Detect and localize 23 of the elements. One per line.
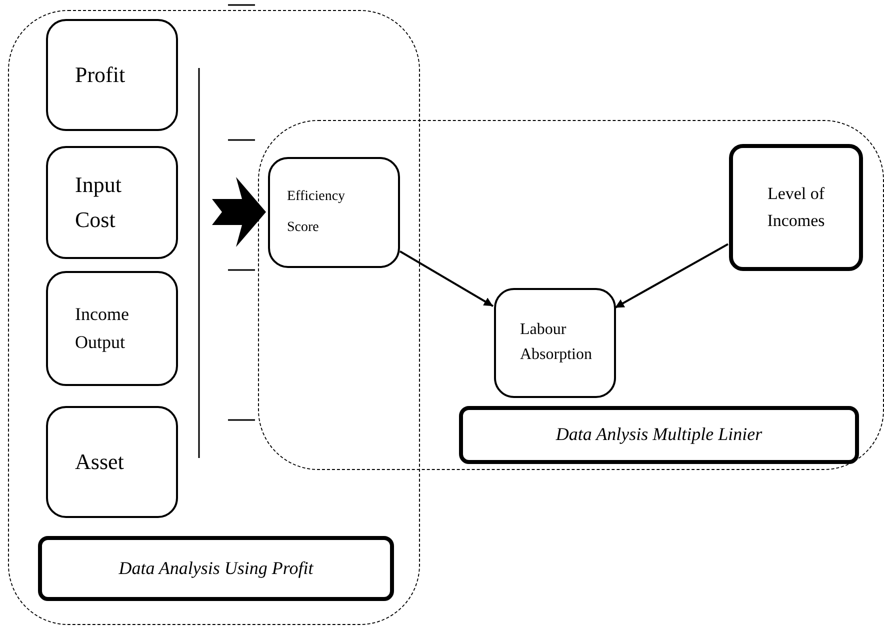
rounded-box <box>268 157 400 268</box>
rounded-box <box>46 19 178 131</box>
dashed-group-region <box>8 10 420 625</box>
rounded-box <box>494 288 616 398</box>
box-label: Income Output <box>75 302 130 354</box>
arrow <box>400 250 494 307</box>
box-label: Labour Absorption <box>520 320 593 365</box>
rounded-box <box>46 406 178 518</box>
group-title-box <box>38 536 394 601</box>
box-label: Profit <box>75 60 126 89</box>
rounded-box <box>46 146 178 259</box>
group-title: Data Anlysis Multiple Linier <box>554 423 764 446</box>
box-label: Input Cost <box>75 171 122 234</box>
group-title: Data Analysis Using Profit <box>118 556 314 580</box>
rounded-box <box>729 144 863 271</box>
box-label: Efficiency Score <box>287 188 346 236</box>
box-label: Level of Incomes <box>766 183 826 232</box>
box-label: Asset <box>75 448 125 476</box>
block-arrow <box>212 177 266 247</box>
rounded-box <box>46 271 178 386</box>
group-title-box <box>459 406 859 464</box>
dashed-group-region <box>258 120 884 470</box>
arrow <box>614 243 728 309</box>
